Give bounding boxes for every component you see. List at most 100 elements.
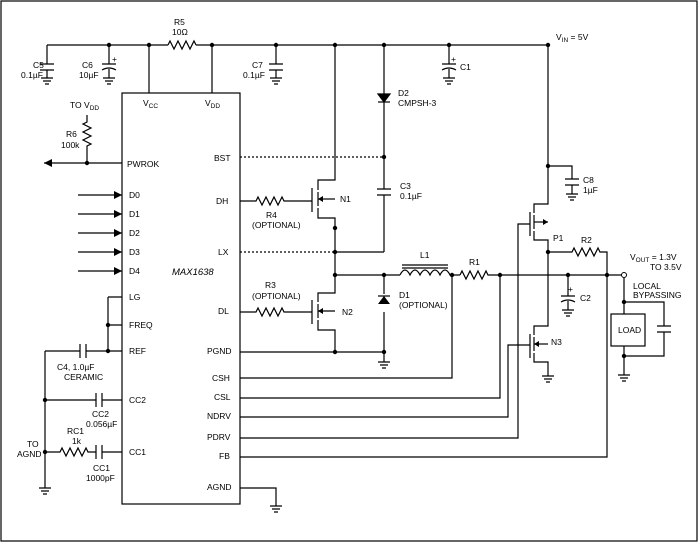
c1-plus: + bbox=[451, 54, 456, 64]
local-bypass-2: BYPASSING bbox=[633, 290, 682, 300]
load-box bbox=[610, 313, 646, 347]
pin-vdd-label: VDD bbox=[205, 98, 220, 110]
local-bypass-cap bbox=[624, 301, 671, 357]
vout-label: VOUT = 1.3V bbox=[630, 252, 677, 264]
pin-cc1: CC1 bbox=[129, 447, 146, 457]
c2-label: C2 bbox=[580, 293, 591, 303]
r5-label: R5 bbox=[174, 17, 185, 27]
r5-value: 10Ω bbox=[172, 27, 188, 37]
pin-d3: D3 bbox=[129, 247, 140, 257]
r6-label: R6 bbox=[66, 129, 77, 139]
c4-type: CERAMIC bbox=[64, 372, 103, 382]
load-label: LOAD bbox=[618, 325, 641, 335]
r4-label: R4 bbox=[266, 210, 277, 220]
d2-label: D2 bbox=[398, 88, 409, 98]
pin-bst: BST bbox=[214, 153, 231, 163]
pdrv-wire bbox=[240, 223, 530, 439]
cc2-cap-label: CC2 bbox=[92, 409, 109, 419]
c7-value: 0.1µF bbox=[243, 70, 265, 80]
r2-resistor bbox=[548, 246, 608, 275]
d1-diode bbox=[378, 296, 390, 304]
r6-value: 100k bbox=[61, 140, 80, 150]
local-bypass-1: LOCAL bbox=[633, 281, 661, 291]
pin-d4: D4 bbox=[129, 266, 140, 276]
c4-capacitor bbox=[45, 344, 108, 358]
c5-capacitor bbox=[40, 45, 54, 85]
pin-agnd: AGND bbox=[207, 482, 232, 492]
r4-resistor bbox=[240, 195, 312, 207]
cc1-cap-value: 1000pF bbox=[86, 473, 115, 483]
c1-capacitor bbox=[441, 45, 457, 85]
pin-fb: FB bbox=[219, 451, 230, 461]
l1-inductor bbox=[399, 269, 460, 277]
pin-lx: LX bbox=[218, 247, 229, 257]
cc2-capacitor bbox=[45, 393, 122, 407]
csh-wire bbox=[240, 275, 453, 379]
pwrok-arrow bbox=[44, 159, 52, 167]
r5-resistor bbox=[167, 39, 197, 51]
lg-freq-ref-wire bbox=[107, 296, 122, 352]
fb-wire bbox=[240, 275, 608, 458]
ic-body bbox=[121, 92, 241, 505]
n3-ground bbox=[542, 374, 554, 383]
r3-resistor bbox=[240, 306, 312, 318]
pin-cc2: CC2 bbox=[129, 395, 146, 405]
l1-label: L1 bbox=[420, 250, 430, 260]
pin-csh: CSH bbox=[212, 373, 230, 383]
cc1-cap-label: CC1 bbox=[93, 463, 110, 473]
c3-capacitor bbox=[377, 157, 391, 252]
pin-d2: D2 bbox=[129, 228, 140, 238]
agnd-left-ground bbox=[39, 351, 51, 495]
d1-label: D1 bbox=[399, 290, 410, 300]
c7-capacitor bbox=[269, 45, 283, 85]
ic-part-label: MAX1638 bbox=[172, 267, 214, 278]
c3-label: C3 bbox=[400, 181, 411, 191]
cc2-cap-value: 0.056µF bbox=[86, 419, 117, 429]
vcc-vdd-wires bbox=[148, 45, 213, 93]
pin-dh: DH bbox=[216, 196, 228, 206]
n3-label: N3 bbox=[551, 337, 562, 347]
pin-pdrv: PDRV bbox=[207, 432, 231, 442]
d1-note: (OPTIONAL) bbox=[399, 300, 448, 310]
pin-lg: LG bbox=[129, 292, 140, 302]
d-input-arrows bbox=[114, 191, 122, 275]
rc1-value: 1k bbox=[72, 436, 82, 446]
pin-ndrv: NDRV bbox=[207, 411, 231, 421]
pin-d0: D0 bbox=[129, 190, 140, 200]
pin-freq: FREQ bbox=[129, 320, 153, 330]
pin-ref: REF bbox=[129, 346, 146, 356]
d-inputs bbox=[78, 194, 122, 272]
r2-label: R2 bbox=[581, 235, 592, 245]
pin-pwrok: PWROK bbox=[127, 159, 159, 169]
c4-label: C4, 1.0µF bbox=[57, 362, 95, 372]
c8-value: 1µF bbox=[583, 185, 598, 195]
n1-mosfet bbox=[317, 45, 336, 252]
c2-capacitor bbox=[560, 275, 576, 317]
c6-label: C6 bbox=[82, 60, 93, 70]
c8-label: C8 bbox=[583, 175, 594, 185]
load-wire bbox=[618, 278, 630, 382]
p1-label: P1 bbox=[553, 233, 564, 243]
p1-mosfet bbox=[533, 45, 549, 252]
pgnd-ground bbox=[378, 352, 390, 369]
csl-wire bbox=[240, 275, 501, 399]
pin-csl: CSL bbox=[214, 392, 231, 402]
pin-dl: DL bbox=[218, 306, 229, 316]
to-agnd-2: AGND bbox=[17, 449, 42, 459]
n3-mosfet bbox=[533, 252, 549, 374]
c6-capacitor bbox=[101, 45, 117, 85]
l1-core bbox=[402, 264, 448, 269]
c5-value: 0.1µF bbox=[21, 70, 43, 80]
n2-label: N2 bbox=[342, 307, 353, 317]
pin-vcc-label: VCC bbox=[143, 98, 158, 110]
c7-label: C7 bbox=[252, 60, 263, 70]
pin-pgnd: PGND bbox=[207, 346, 232, 356]
n1-label: N1 bbox=[340, 194, 351, 204]
c6-plus: + bbox=[112, 54, 117, 64]
to-agnd-1: TO bbox=[27, 439, 39, 449]
r4-note: (OPTIONAL) bbox=[252, 220, 301, 230]
pin-d1: D1 bbox=[129, 209, 140, 219]
c2-plus: + bbox=[568, 284, 573, 294]
